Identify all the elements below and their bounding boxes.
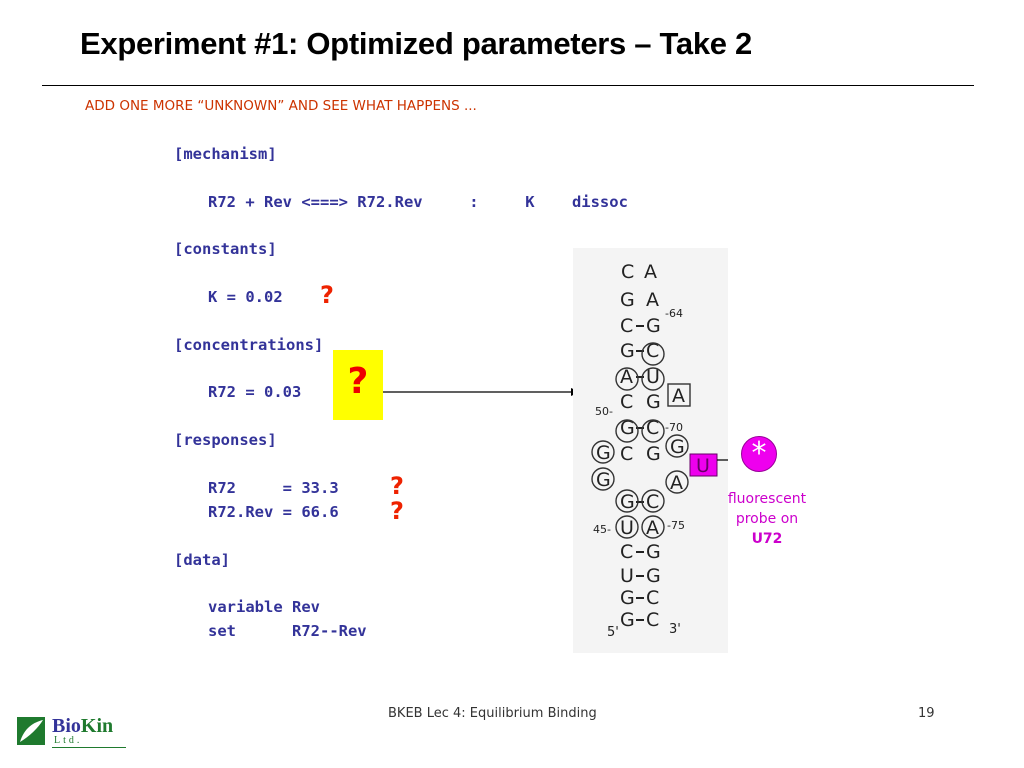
rna-right-10: G — [646, 565, 661, 587]
responses-line-r72rev: R72.Rev = 66.6 — [208, 503, 339, 521]
circle-u — [641, 342, 665, 366]
rna-bulge-right-1: G — [670, 436, 685, 458]
circle-c1 — [615, 367, 639, 391]
mechanism-header: [mechanism] — [174, 145, 277, 163]
rna-loop-right: A — [644, 261, 657, 283]
rna-right-11: C — [646, 587, 659, 609]
mechanism-line: R72 + Rev <===> R72.Rev : K dissoc — [208, 193, 628, 211]
rna-left-0: G — [620, 289, 635, 311]
rna-right-3: U — [646, 366, 660, 388]
circle-bulge-right-a — [665, 470, 689, 494]
footer-lecture: BKEB Lec 4: Equilibrium Binding — [388, 706, 597, 721]
logo-ltd: Ltd. — [54, 735, 83, 746]
rna-left-9: C — [620, 541, 633, 563]
rna-right-7: C — [646, 491, 659, 513]
constants-header: [constants] — [174, 240, 277, 258]
circle-c2 — [615, 419, 639, 443]
rna-right-1: G — [646, 315, 661, 337]
rna-left-4: C — [620, 391, 633, 413]
box-a — [667, 383, 691, 407]
rna-loop-left: C — [621, 261, 634, 283]
leaf-icon — [17, 717, 45, 745]
rna-end-3: 3' — [669, 622, 681, 637]
rna-right-12: C — [646, 609, 659, 631]
circle-bulge-left-g1 — [591, 440, 615, 464]
rna-bulge-left-2: G — [596, 469, 611, 491]
responses-header: [responses] — [174, 431, 277, 449]
logo-bio: Bio — [52, 715, 81, 737]
rna-right-9: G — [646, 541, 661, 563]
logo-kin: Kin — [80, 715, 114, 737]
rna-num-75: -75 — [667, 519, 685, 532]
rna-left-5: G — [620, 417, 635, 439]
logo-underline — [52, 747, 126, 748]
circle-u2 — [615, 515, 639, 539]
rna-right-0: A — [646, 289, 659, 311]
rna-left-10: U — [620, 565, 634, 587]
concentrations-line: R72 = 0.03 — [208, 383, 302, 401]
circle-a2 — [641, 515, 665, 539]
probe-label: fluorescent probe on U72 — [712, 489, 822, 549]
rna-right-8: A — [646, 517, 659, 539]
rna-left-1: C — [620, 315, 633, 337]
rna-left-2: G — [620, 340, 635, 362]
circle-bulge-left-g2 — [591, 467, 615, 491]
rna-boxed-a: A — [672, 385, 685, 407]
rna-end-5: 5' — [607, 625, 619, 640]
rna-right-2: C — [646, 340, 659, 362]
question-mark-r72-response: ? — [390, 472, 404, 500]
rna-left-12: G — [620, 609, 635, 631]
rna-bulge-left-1: G — [596, 442, 611, 464]
circle-bulge-right-g — [665, 434, 689, 458]
responses-line-r72: R72 = 33.3 — [208, 479, 339, 497]
title-divider — [42, 85, 974, 86]
rna-num-45: 45- — [593, 523, 611, 536]
slide-title: Experiment #1: Optimized parameters – Ta… — [80, 26, 752, 61]
rna-num-70: -70 — [665, 421, 683, 434]
probe-u-box — [689, 453, 718, 477]
data-line-set: set R72--Rev — [208, 622, 367, 640]
biokin-logo: BioKin Ltd. — [16, 714, 128, 748]
rna-left-11: G — [620, 587, 635, 609]
probe-label-line1: fluorescent — [727, 491, 807, 507]
rna-right-5: C — [646, 417, 659, 439]
rna-left-3: A — [620, 366, 633, 388]
fluorescent-probe-icon: * — [741, 436, 777, 472]
rna-num-64: -64 — [665, 307, 683, 320]
probe-symbol: * — [751, 436, 767, 471]
constants-line: K = 0.02 — [208, 288, 283, 306]
circle-c3 — [641, 489, 665, 513]
rna-right-6: G — [646, 443, 661, 465]
question-mark-r72rev-response: ? — [390, 497, 404, 525]
question-mark-k: ? — [320, 281, 334, 309]
circle-g3 — [615, 489, 639, 513]
data-header: [data] — [174, 551, 230, 569]
concentrations-header: [concentrations] — [174, 336, 324, 354]
probe-label-line2: probe on — [735, 511, 799, 527]
rna-probe-u: U — [696, 455, 710, 477]
rna-left-6: C — [620, 443, 633, 465]
rna-right-4: G — [646, 391, 661, 413]
rna-left-8: U — [620, 517, 634, 539]
probe-label-line3: U72 — [751, 531, 783, 547]
rna-bulge-right-2: A — [670, 472, 683, 494]
rna-num-50: 50- — [595, 405, 613, 418]
arrow-to-rna — [383, 388, 580, 396]
rna-left-7: G — [620, 491, 635, 513]
footer-page-number: 19 — [918, 706, 935, 721]
question-mark-r72: ? — [347, 361, 369, 402]
circle-g2 — [641, 419, 665, 443]
logo-wordmark: BioKin — [52, 714, 113, 738]
data-line-variable: variable Rev — [208, 598, 320, 616]
circle-g1 — [641, 367, 665, 391]
slide-subtitle: ADD ONE MORE “UNKNOWN” AND SEE WHAT HAPP… — [85, 98, 477, 114]
unknown-highlight-box: ? — [333, 350, 383, 420]
